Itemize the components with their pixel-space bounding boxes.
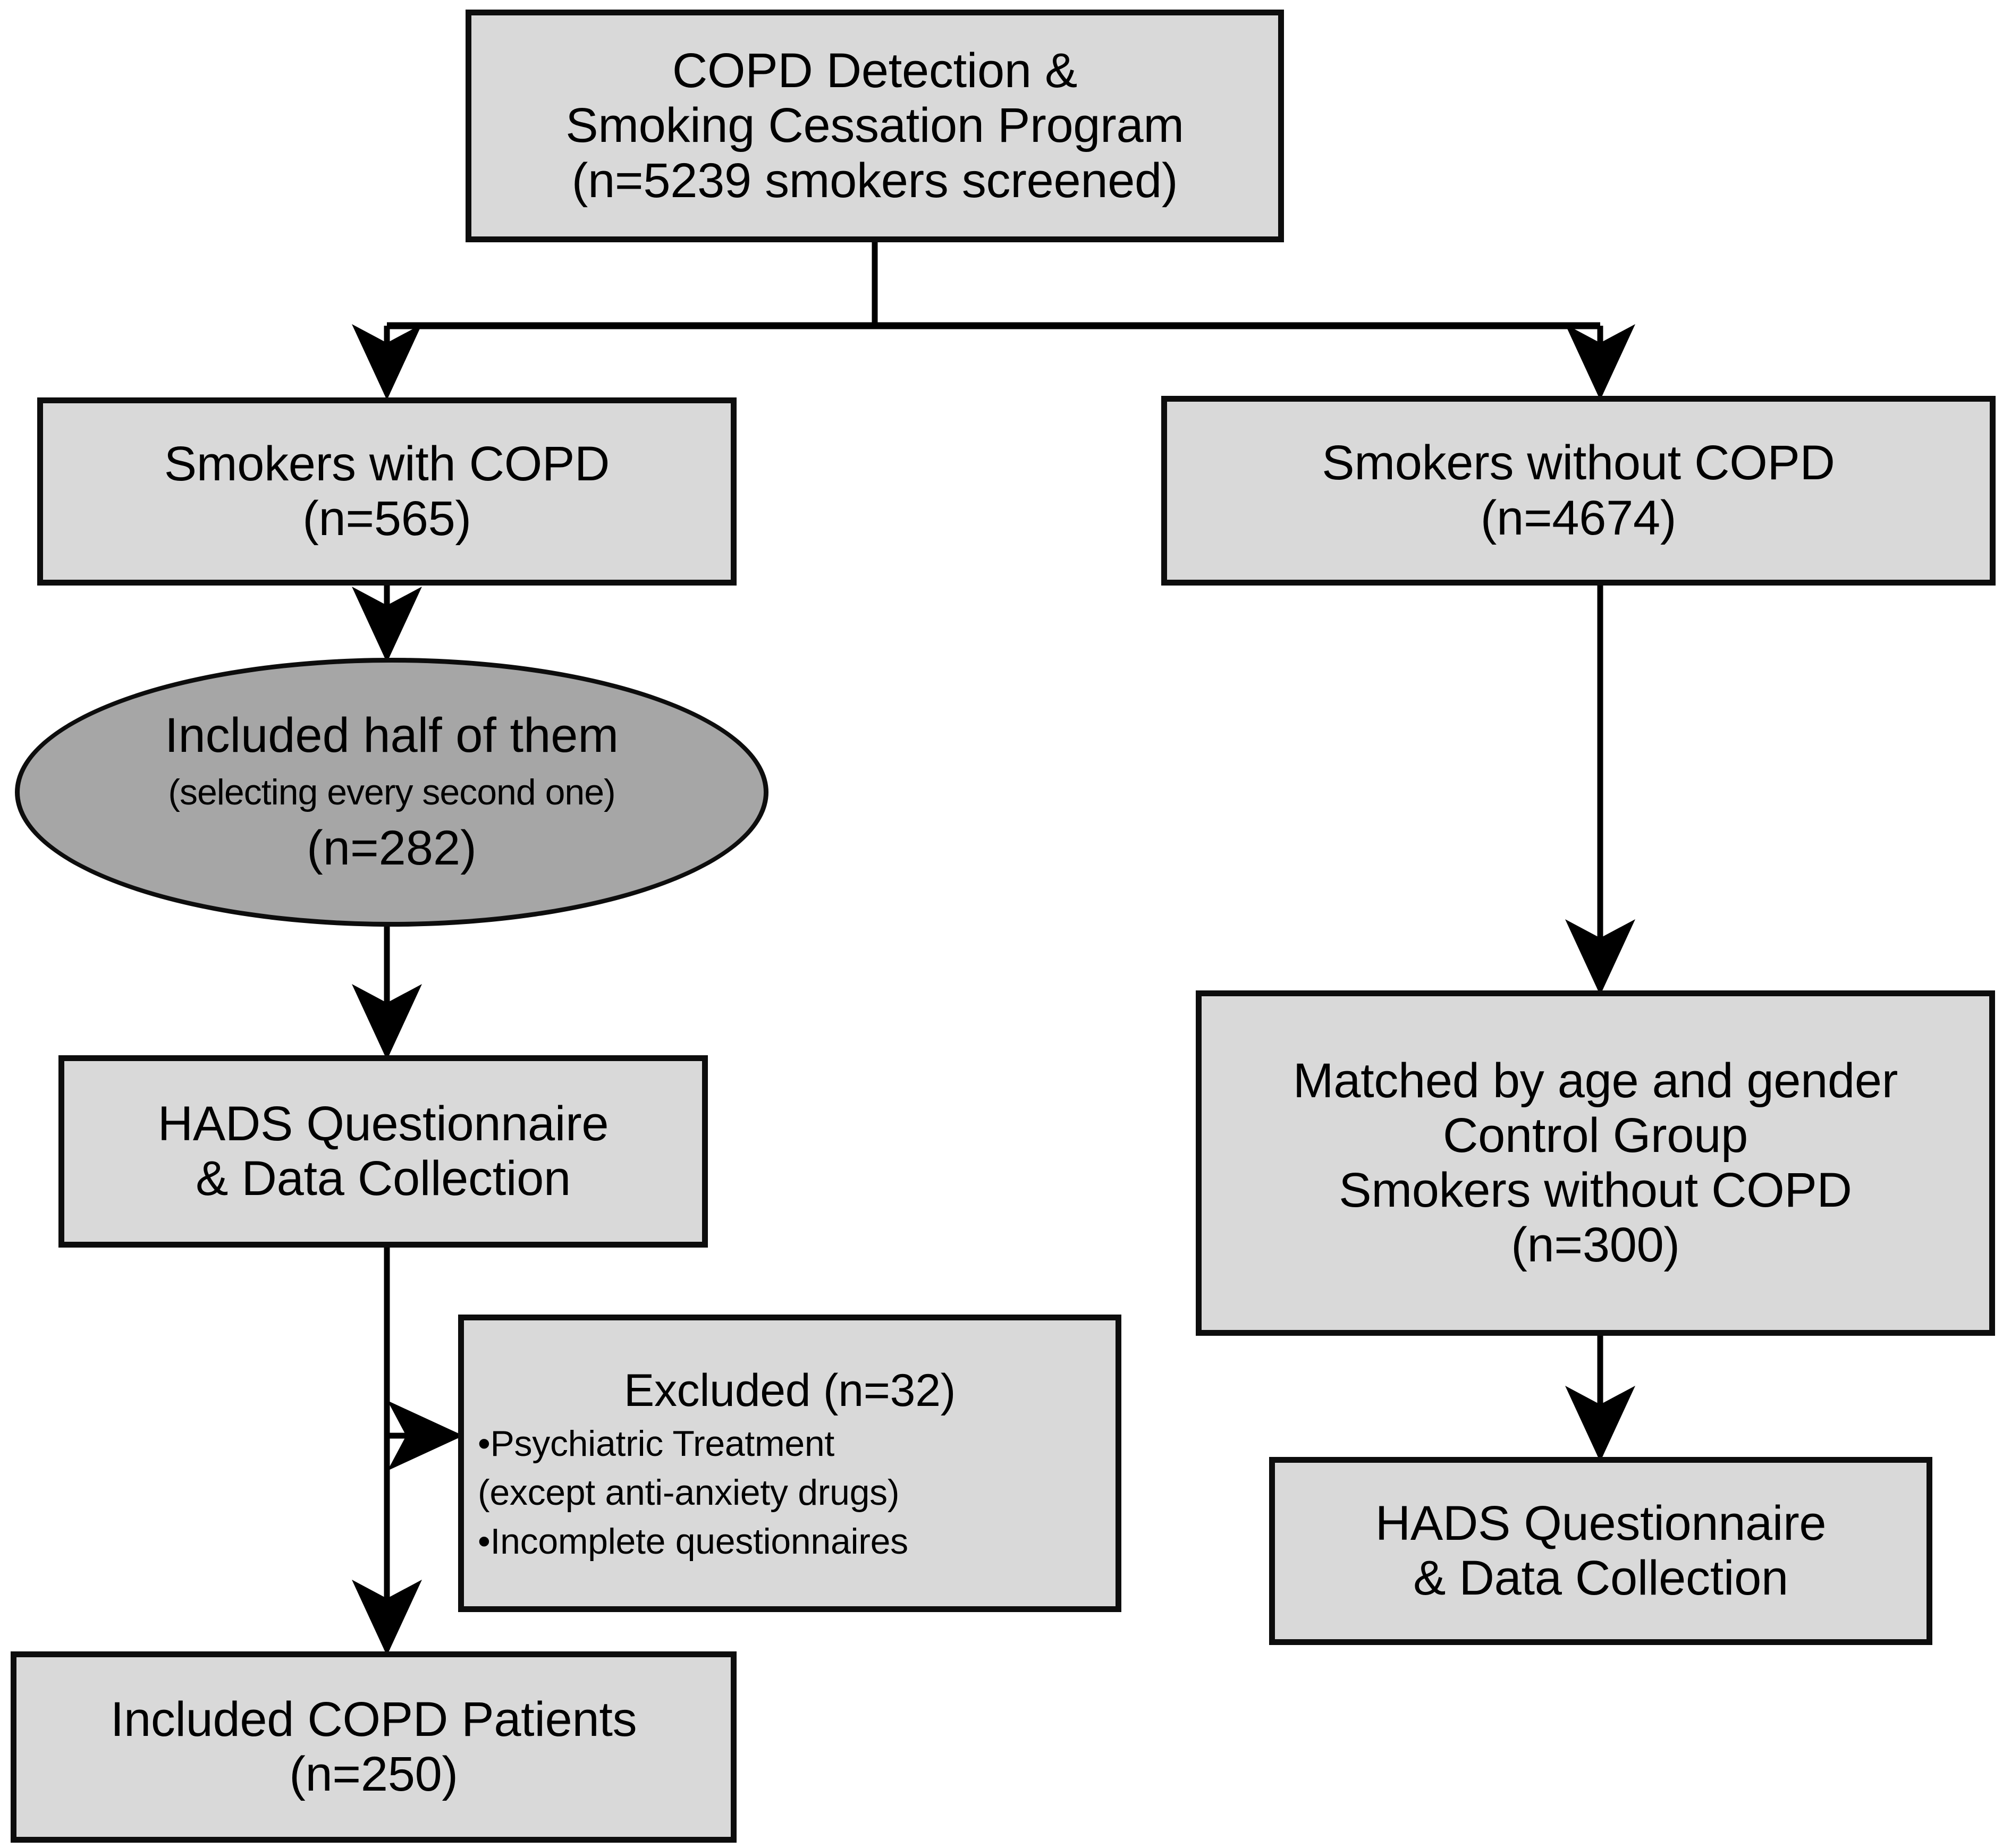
node-hads-right-line1: HADS Questionnaire: [1375, 1496, 1827, 1550]
node-matched-line1: Matched by age and gender: [1292, 1053, 1898, 1108]
node-included-half-line1: Included half of them: [164, 708, 619, 763]
node-included-half-line3: (n=282): [307, 821, 477, 876]
node-smokers-without-copd-line2: (n=4674): [1480, 490, 1677, 545]
node-matched-line2: Control Group: [1443, 1108, 1748, 1163]
node-included-copd-patients-line2: (n=250): [289, 1747, 458, 1801]
node-excluded-heading: Excluded (n=32): [623, 1364, 956, 1416]
node-excluded-bullet1-note: (except anti-anxiety drugs): [478, 1472, 900, 1513]
node-smokers-with-copd[interactable]: Smokers with COPD (n=565): [37, 397, 737, 586]
node-program[interactable]: COPD Detection & Smoking Cessation Progr…: [466, 10, 1284, 242]
node-matched-control-group[interactable]: Matched by age and gender Control Group …: [1196, 990, 1995, 1336]
node-smokers-without-copd-line1: Smokers without COPD: [1322, 436, 1835, 490]
node-excluded-bullet1: •Psychiatric Treatment: [478, 1423, 834, 1464]
node-hads-left-line1: HADS Questionnaire: [157, 1096, 609, 1151]
node-included-copd-patients-line1: Included COPD Patients: [110, 1692, 637, 1747]
node-included-copd-patients[interactable]: Included COPD Patients (n=250): [11, 1651, 737, 1843]
node-hads-right-line2: & Data Collection: [1413, 1551, 1788, 1605]
node-smokers-with-copd-line1: Smokers with COPD: [164, 436, 610, 491]
node-hads-left-line2: & Data Collection: [196, 1151, 571, 1206]
node-hads-left[interactable]: HADS Questionnaire & Data Collection: [58, 1055, 708, 1248]
node-program-line3: (n=5239 smokers screened): [571, 153, 1178, 208]
node-program-line2: Smoking Cessation Program: [565, 98, 1184, 153]
node-excluded[interactable]: Excluded (n=32) •Psychiatric Treatment (…: [458, 1315, 1121, 1612]
spacer: [478, 1416, 1102, 1423]
node-matched-line4: (n=300): [1511, 1218, 1680, 1273]
node-matched-line3: Smokers without COPD: [1339, 1163, 1852, 1217]
node-excluded-bullet2: •Incomplete questionnaires: [478, 1521, 908, 1562]
node-program-line1: COPD Detection &: [672, 44, 1078, 98]
node-hads-right[interactable]: HADS Questionnaire & Data Collection: [1269, 1457, 1932, 1645]
node-included-half-ellipse[interactable]: Included half of them (selecting every s…: [15, 658, 768, 927]
node-smokers-with-copd-line2: (n=565): [302, 491, 471, 546]
node-smokers-without-copd[interactable]: Smokers without COPD (n=4674): [1161, 396, 1996, 586]
node-included-half-line2: (selecting every second one): [168, 772, 615, 812]
